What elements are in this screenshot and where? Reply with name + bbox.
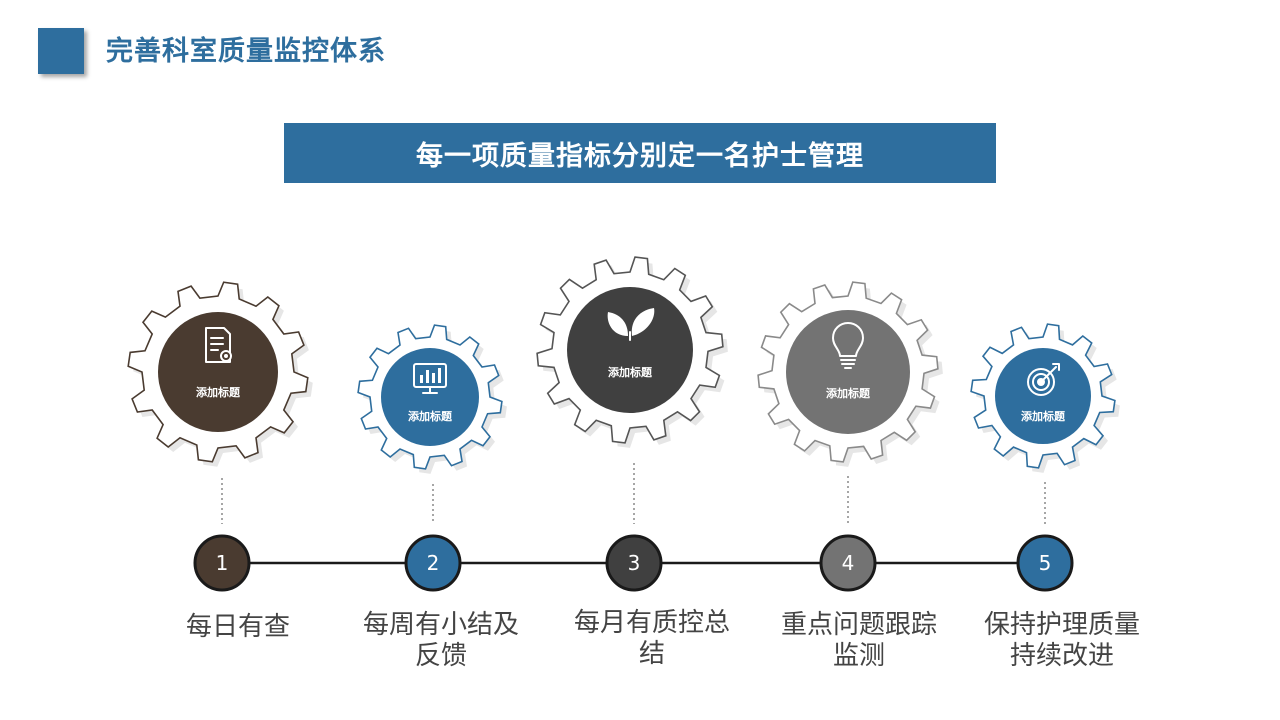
step-node-3 [605,534,663,592]
step-label-3-line-2: 结 [638,639,665,669]
step-label-3-line-1: 每月有质控总 [573,608,730,638]
lightbulb-icon [832,322,864,369]
step-label-3: 每月有质控总 结 [557,608,747,670]
monitor-bar-chart-icon [413,363,447,394]
step-number-1: 1 [215,551,229,575]
step-label-1: 每日有查 [143,612,333,643]
step-number-2: 2 [426,551,440,575]
leaves-icon [607,308,655,341]
gear-hub-1 [158,312,278,432]
step-node-4 [819,534,877,592]
step-node-2 [404,534,462,592]
step-label-2-line-2: 反馈 [414,641,467,671]
gear-hub-5 [995,348,1091,444]
step-label-1-line-1: 每日有查 [185,612,290,642]
hub-label-2: 添加标题 [408,410,452,423]
title-accent-square [38,28,84,74]
step-node-1 [193,534,251,592]
hub-label-1: 添加标题 [196,386,240,399]
step-number-5: 5 [1038,551,1052,575]
page-title: 完善科室质量监控体系 [106,36,386,67]
target-arrow-icon [1027,363,1060,396]
step-label-5-line-2: 持续改进 [1009,641,1114,671]
gear-hub-2 [381,348,479,446]
banner: 每一项质量指标分别定一名护士管理 [284,123,996,183]
hub-label-5: 添加标题 [1021,410,1065,423]
gear-hub-4 [786,310,910,434]
step-number-4: 4 [841,551,855,575]
gear-hub-3 [567,287,693,413]
step-node-5 [1016,534,1074,592]
hub-label-4: 添加标题 [826,387,870,400]
step-label-5-line-1: 保持护理质量 [983,610,1140,640]
step-label-4: 重点问题跟踪 监测 [764,610,954,672]
step-number-3: 3 [627,551,641,575]
banner-text: 每一项质量指标分别定一名护士管理 [416,140,864,172]
hub-label-3: 添加标题 [608,366,652,379]
document-certificate-icon [205,327,232,363]
step-label-4-line-2: 监测 [832,641,885,671]
step-label-5: 保持护理质量 持续改进 [967,610,1157,672]
step-label-2-line-1: 每周有小结及 [362,610,519,640]
step-label-4-line-1: 重点问题跟踪 [780,610,937,640]
step-label-2: 每周有小结及 反馈 [346,610,536,672]
